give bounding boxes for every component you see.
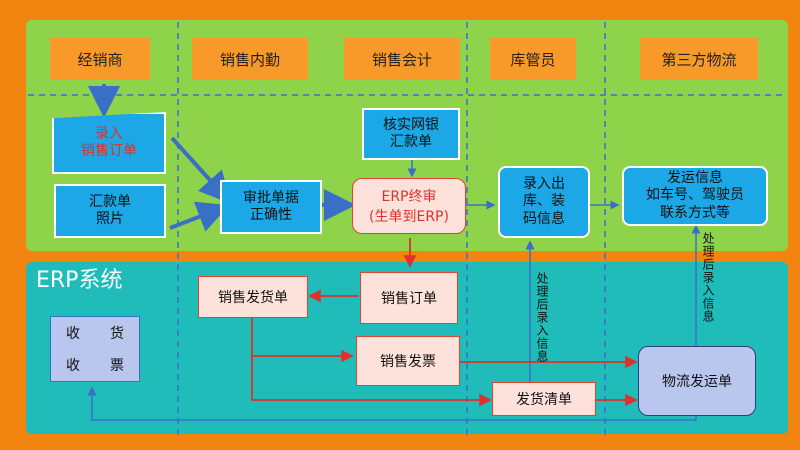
sales-order-doc: 销售订单 bbox=[360, 272, 458, 324]
enter-sales-order-node: 录入 销售订单 bbox=[52, 112, 166, 174]
enter-sales-order-line2: 销售订单 bbox=[81, 143, 137, 159]
verify-bank-line1: 核实网银 bbox=[383, 116, 439, 133]
shipping-info-line3: 联系方式等 bbox=[660, 204, 730, 221]
enter-outbound-info-node: 录入出 库、装 码信息 bbox=[498, 166, 590, 238]
receive-goods-invoice-node: 收 货 收 票 bbox=[50, 316, 140, 382]
receive-invoice-char2: 票 bbox=[110, 358, 124, 374]
receive-goods-char2: 货 bbox=[110, 326, 124, 342]
shipping-info-line1: 发运信息 bbox=[667, 169, 723, 186]
shipping-info-node: 发运信息 如车号、驾驶员 联系方式等 bbox=[622, 166, 768, 226]
receive-invoice-char1: 收 bbox=[66, 358, 80, 374]
erp-final-line1: ERP终审 bbox=[381, 189, 437, 205]
shipping-info-line2: 如车号、驾驶员 bbox=[646, 187, 744, 204]
verify-bank-remittance-node: 核实网银 汇款单 bbox=[362, 108, 460, 160]
erp-final-review-node: ERP终审 (生单到ERP) bbox=[352, 178, 466, 234]
erp-final-line2: (生单到ERP) bbox=[369, 209, 449, 225]
review-docs-line2: 正确性 bbox=[250, 207, 292, 223]
verify-bank-line2: 汇款单 bbox=[390, 134, 432, 150]
review-documents-node: 审批单据 正确性 bbox=[220, 180, 322, 234]
process-then-enter-note-left: 处理后录入信息 bbox=[535, 272, 549, 363]
role-dealer: 经销商 bbox=[50, 38, 150, 80]
sales-invoice-doc: 销售发票 bbox=[356, 336, 460, 386]
enter-outbound-line3: 码信息 bbox=[523, 210, 565, 227]
receive-goods-char1: 收 bbox=[66, 326, 80, 342]
role-third-party-logistics: 第三方物流 bbox=[640, 38, 758, 80]
sales-delivery-note-doc: 销售发货单 bbox=[198, 276, 308, 318]
enter-outbound-line2: 库、装 bbox=[523, 193, 565, 210]
role-sales-accountant: 销售会计 bbox=[344, 38, 460, 80]
remittance-photo-line2: 照片 bbox=[96, 211, 124, 227]
role-sales-internal: 销售内勤 bbox=[192, 38, 308, 80]
review-docs-line1: 审批单据 bbox=[243, 189, 299, 206]
enter-outbound-line1: 录入出 bbox=[523, 175, 565, 192]
role-warehouse-keeper: 库管员 bbox=[490, 38, 576, 80]
remittance-photo-line1: 汇款单 bbox=[89, 193, 131, 210]
remittance-photo-node: 汇款单 照片 bbox=[54, 184, 166, 238]
enter-sales-order-line1: 录入 bbox=[95, 125, 123, 142]
process-then-enter-note-right: 处理后录入信息 bbox=[701, 232, 715, 323]
logistics-waybill-node: 物流发运单 bbox=[638, 346, 756, 416]
erp-system-title: ERP系统 bbox=[36, 268, 123, 293]
shipping-list-doc: 发货清单 bbox=[492, 382, 596, 416]
